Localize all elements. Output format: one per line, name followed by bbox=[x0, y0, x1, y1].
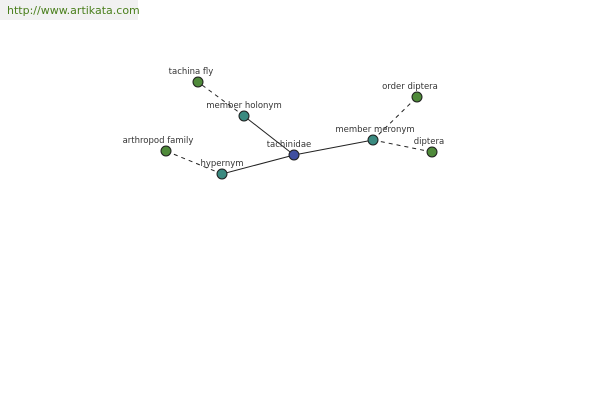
node-label-hypernym[interactable]: hypernym bbox=[200, 159, 243, 169]
node-label-tachina-fly[interactable]: tachina fly bbox=[169, 67, 214, 77]
node-label-member-meronym[interactable]: member meronym bbox=[335, 125, 414, 135]
edge-tachinidae-to-member-holonym bbox=[243, 115, 295, 156]
node-label-order-diptera[interactable]: order diptera bbox=[382, 82, 438, 92]
edge-tachinidae-to-member-meronym bbox=[293, 139, 374, 156]
node-marker-tachinidae[interactable] bbox=[288, 149, 300, 161]
node-hypernym[interactable]: hypernym bbox=[200, 159, 244, 180]
node-order-diptera[interactable]: order diptera bbox=[382, 82, 438, 103]
edge-member-meronym-to-order-diptera bbox=[372, 96, 418, 141]
node-marker-tachina-fly[interactable] bbox=[192, 76, 204, 88]
node-diptera[interactable]: diptera bbox=[414, 137, 444, 158]
node-label-member-holonym[interactable]: member holonym bbox=[206, 101, 281, 111]
node-marker-arthropod-family[interactable] bbox=[160, 145, 172, 157]
node-label-diptera[interactable]: diptera bbox=[414, 137, 444, 147]
node-tachina-fly[interactable]: tachina fly bbox=[169, 67, 214, 88]
node-label-arthropod-family[interactable]: arthropod family bbox=[123, 136, 194, 146]
node-member-holonym[interactable]: member holonym bbox=[206, 101, 282, 122]
edge-member-meronym-to-diptera bbox=[372, 139, 433, 153]
site-url-link[interactable]: http://www.artikata.com bbox=[7, 4, 140, 17]
edge-tachinidae-to-hypernym bbox=[221, 154, 295, 175]
node-arthropod-family[interactable]: arthropod family bbox=[123, 136, 194, 157]
edges-layer bbox=[165, 81, 433, 175]
node-marker-diptera[interactable] bbox=[426, 146, 438, 158]
node-marker-hypernym[interactable] bbox=[216, 168, 228, 180]
node-marker-order-diptera[interactable] bbox=[411, 91, 423, 103]
node-tachinidae[interactable]: tachinidae bbox=[267, 140, 312, 161]
nodes-layer: tachinidae hypernym member holonym member m… bbox=[123, 67, 444, 180]
edge-member-holonym-to-tachina-fly bbox=[197, 81, 245, 117]
node-member-meronym[interactable]: member meronym bbox=[335, 125, 415, 146]
node-label-tachinidae[interactable]: tachinidae bbox=[267, 140, 312, 150]
edge-hypernym-to-arthropod-family bbox=[165, 150, 223, 175]
node-marker-member-meronym[interactable] bbox=[367, 134, 379, 146]
url-bar: http://www.artikata.com bbox=[0, 0, 140, 20]
node-marker-member-holonym[interactable] bbox=[238, 110, 250, 122]
